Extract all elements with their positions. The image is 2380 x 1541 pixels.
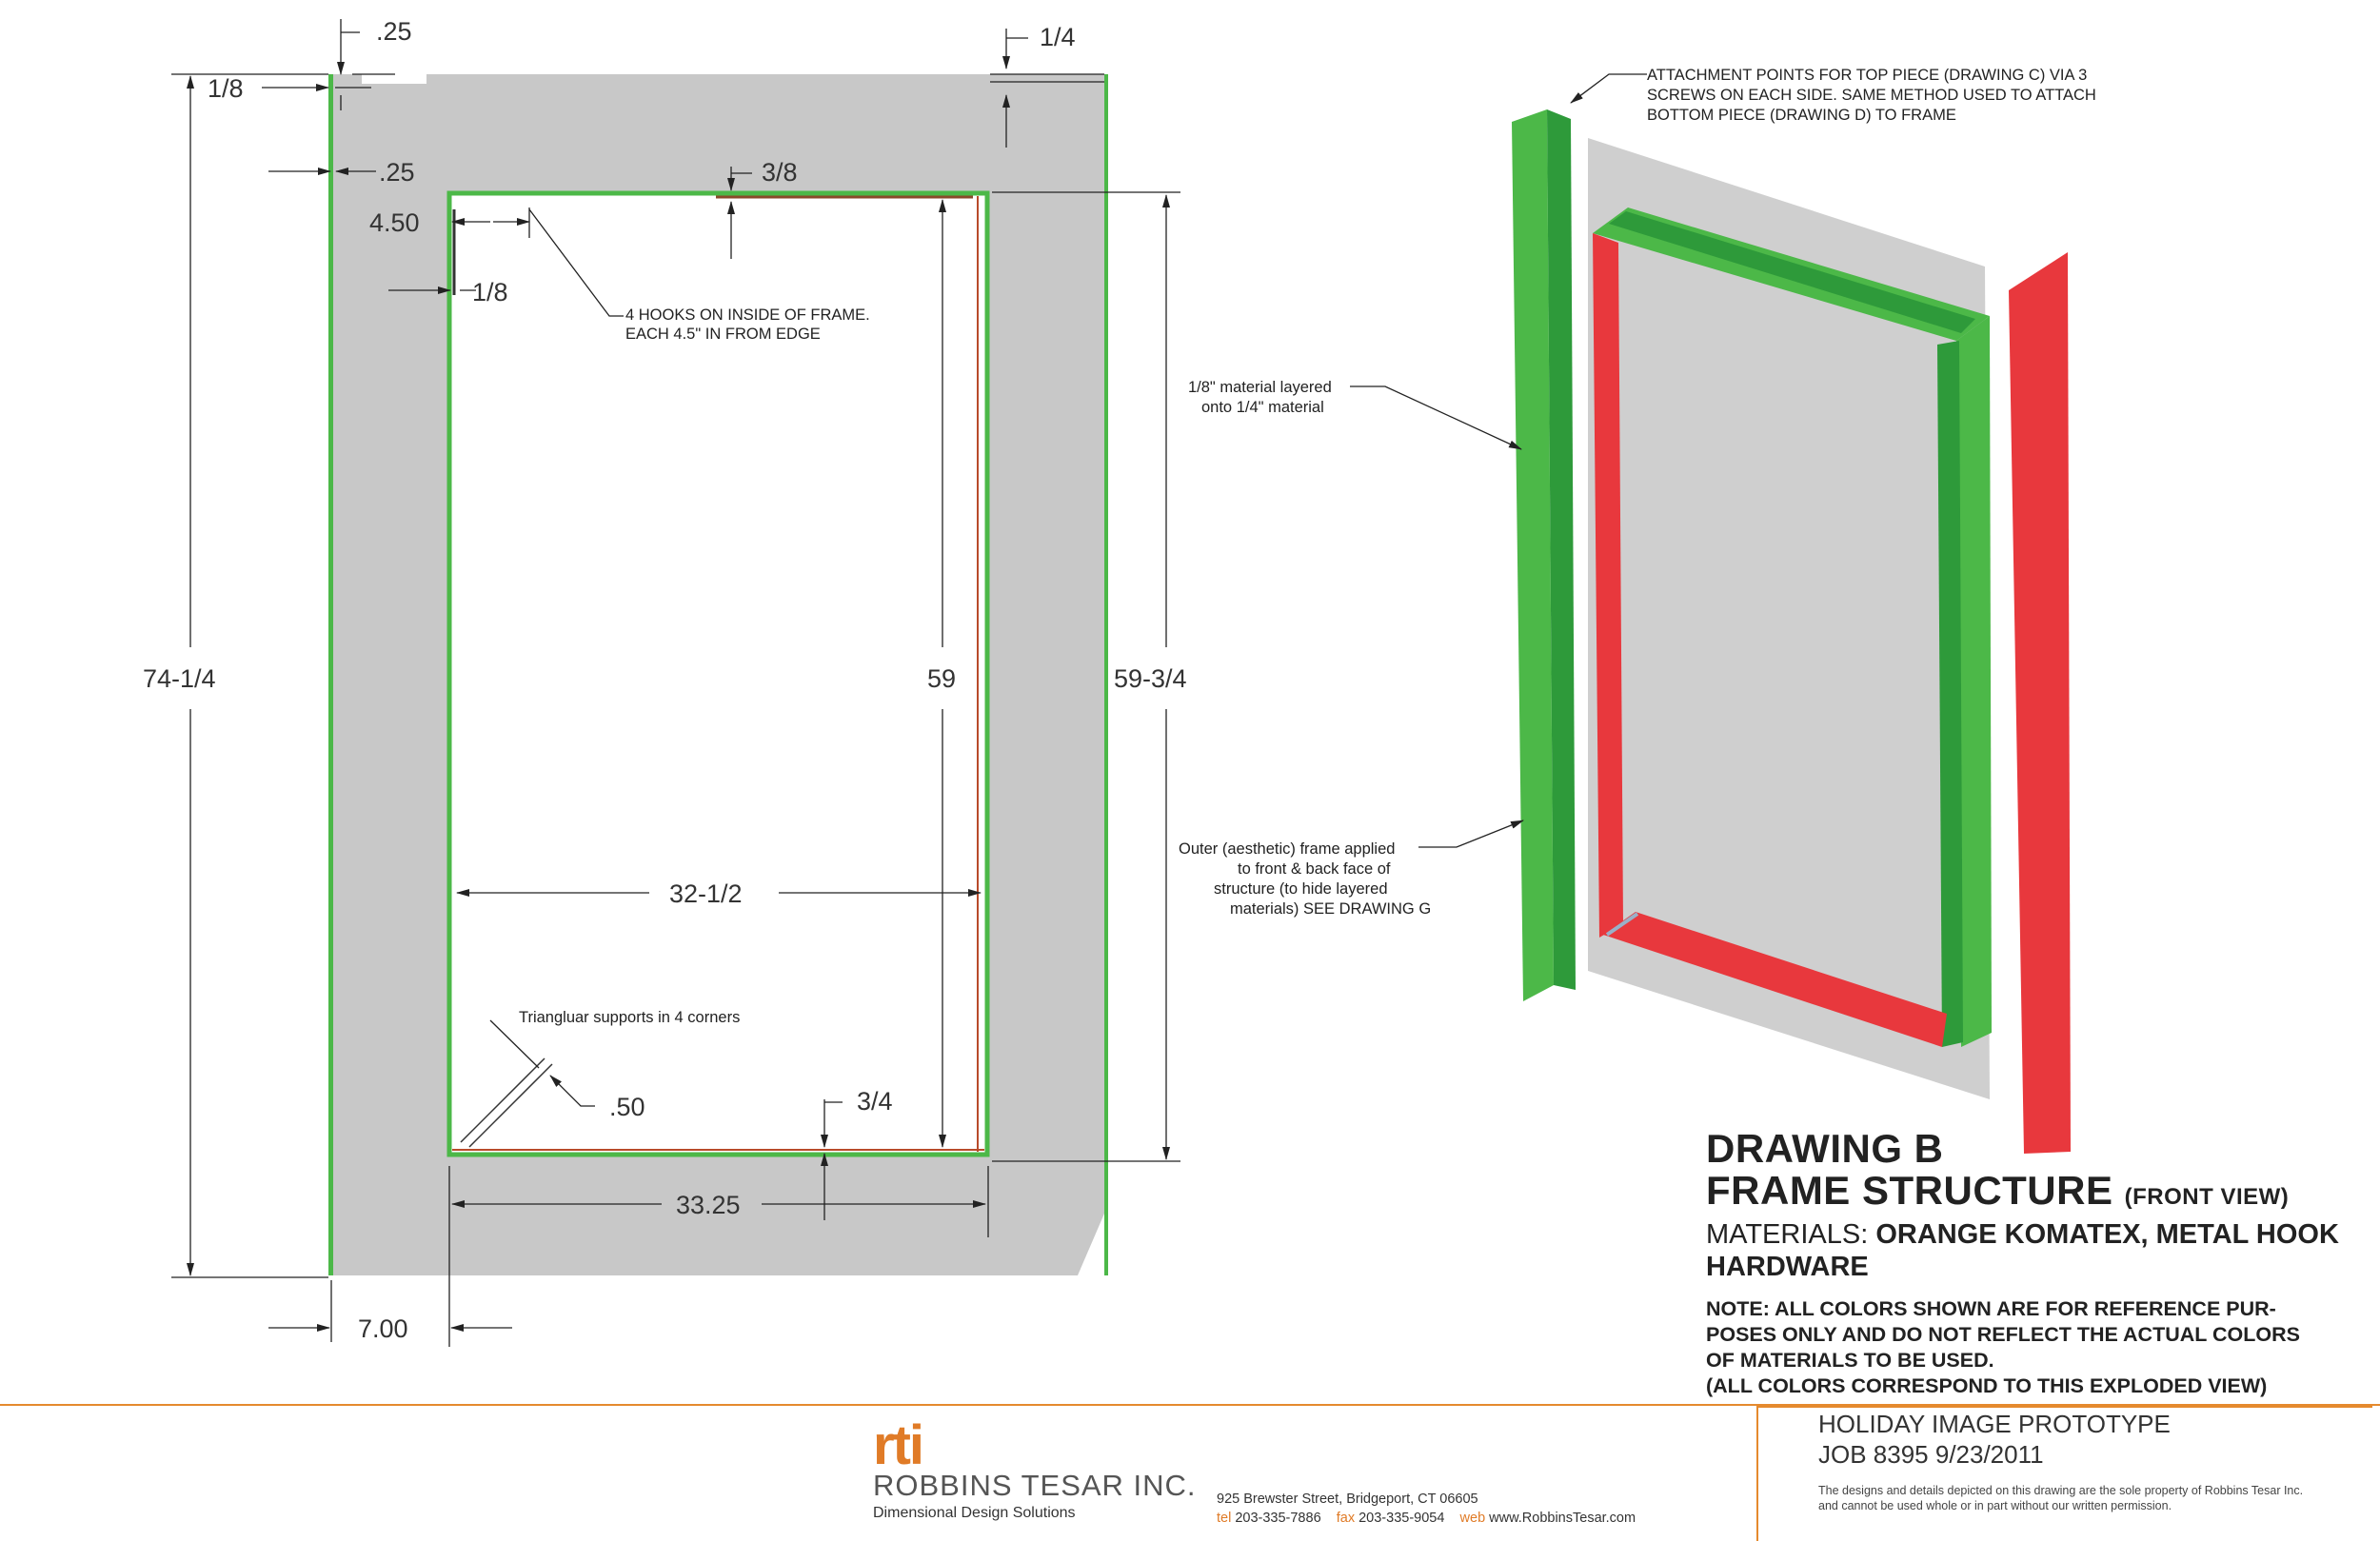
dim-side-width-label: 7.00 bbox=[358, 1314, 408, 1343]
drawing-name-line: FRAME STRUCTURE (FRONT VIEW) bbox=[1706, 1170, 2372, 1218]
colors-note: NOTE: ALL COLORS SHOWN ARE FOR REFERENCE… bbox=[1706, 1296, 2372, 1399]
supports-leader: Triangluar supports in 4 corners .50 bbox=[489, 1009, 740, 1121]
fax-number: 203-335-9054 bbox=[1359, 1511, 1445, 1526]
dim-top-right-thk: 1/4 bbox=[990, 23, 1104, 148]
dim-bottom-inner-label: 3/4 bbox=[857, 1087, 893, 1116]
dim-opening-height: 59-3/4 bbox=[992, 191, 1187, 1162]
colors-note-line-4: (ALL COLORS CORRESPOND TO THIS EXPLODED … bbox=[1706, 1374, 2268, 1397]
dim-overall-height-label: 74-1/4 bbox=[143, 664, 216, 693]
web-label: web bbox=[1459, 1511, 1486, 1526]
dim-bottom-inner: 3/4 bbox=[821, 1087, 893, 1220]
dim-opening-height-label: 59-3/4 bbox=[1114, 664, 1187, 693]
outer-frame-note-line-4: materials) SEE DRAWING G bbox=[1230, 900, 1431, 918]
dim-left-gap-label: .25 bbox=[379, 158, 415, 187]
tel-number: 203-335-7886 bbox=[1235, 1511, 1321, 1526]
dim-inner-thk: 1/8 bbox=[388, 278, 508, 306]
dim-inner-height: 59 bbox=[927, 199, 956, 1148]
exploded-view: ATTACHMENT POINTS FOR TOP PIECE (DRAWING… bbox=[1179, 67, 2096, 1154]
dim-outer-width: 33.25 bbox=[448, 1166, 989, 1347]
colors-note-line-3: OF MATERIALS TO BE USED. bbox=[1706, 1349, 1994, 1372]
attachment-note-line-2: SCREWS ON EACH SIDE. SAME METHOD USED TO… bbox=[1647, 87, 2096, 104]
title-block: DRAWING B FRAME STRUCTURE (FRONT VIEW) M… bbox=[1706, 1128, 2372, 1399]
dim-support-size-label: .50 bbox=[609, 1093, 645, 1121]
tel-label: tel bbox=[1217, 1511, 1232, 1526]
attachment-note-line-3: BOTTOM PIECE (DRAWING D) TO FRAME bbox=[1647, 107, 1956, 124]
colors-note-line-2: POSES ONLY AND DO NOT REFLECT THE ACTUAL… bbox=[1706, 1323, 2300, 1346]
disclaimer-line-2: and cannot be used whole or in part with… bbox=[1818, 1499, 2172, 1512]
hooks-leader: 4 HOOKS ON INSIDE OF FRAME. EACH 4.5" IN… bbox=[528, 208, 870, 343]
footer-rule bbox=[0, 1404, 2380, 1406]
project-box bbox=[1756, 1406, 2372, 1541]
dim-inner-width-label: 32-1/2 bbox=[669, 879, 743, 908]
front-view: 74-1/4 1/8 .25 .25 4.50 bbox=[143, 17, 1187, 1347]
dim-inner-height-label: 59 bbox=[927, 664, 956, 693]
materials-value: ORANGE KOMATEX, METAL HOOK HARDWARE bbox=[1706, 1219, 2339, 1282]
bottom-metal-edge bbox=[1605, 912, 1639, 937]
dim-outer-width-label: 33.25 bbox=[676, 1191, 741, 1219]
frame-opening bbox=[446, 190, 990, 1157]
attachment-note-line-1: ATTACHMENT POINTS FOR TOP PIECE (DRAWING… bbox=[1647, 67, 2087, 84]
dim-left-thk: 1/8 bbox=[208, 74, 371, 103]
dim-top-gap-label: .25 bbox=[376, 17, 412, 46]
inner-frame-right-face bbox=[1937, 341, 1963, 1047]
dim-top-inner-label: 3/8 bbox=[762, 158, 798, 187]
layered-leader: 1/8" material layered onto 1/4" material bbox=[1188, 379, 1522, 450]
dim-hook-offset-label: 4.50 bbox=[369, 208, 420, 237]
outer-frame-note-line-2: to front & back face of bbox=[1238, 860, 1391, 878]
hooks-note-line-1: 4 HOOKS ON INSIDE OF FRAME. bbox=[625, 306, 870, 324]
dim-inner-thk-label: 1/8 bbox=[472, 278, 508, 306]
right-outer-frame bbox=[2009, 252, 2071, 1154]
fax-label: fax bbox=[1336, 1511, 1356, 1526]
triangular-support bbox=[460, 1057, 545, 1143]
dim-inner-width: 32-1/2 bbox=[456, 879, 982, 908]
company-tagline: Dimensional Design Solutions bbox=[873, 1505, 1076, 1521]
project-info: HOLIDAY IMAGE PROTOTYPE JOB 8395 9/23/20… bbox=[1818, 1409, 2370, 1513]
company-address: 925 Brewster Street, Bridgeport, CT 0660… bbox=[1217, 1492, 1478, 1507]
triangular-support-inner bbox=[468, 1063, 553, 1148]
outer-frame-leader: Outer (aesthetic) frame applied to front… bbox=[1179, 820, 1524, 918]
inner-frame-right bbox=[1956, 316, 1992, 1047]
dim-top-right-thk-label: 1/4 bbox=[1040, 23, 1076, 51]
outer-frame-note-line-3: structure (to hide layered bbox=[1214, 880, 1388, 898]
materials-line: MATERIALS: ORANGE KOMATEX, METAL HOOK HA… bbox=[1706, 1218, 2372, 1283]
dim-left-thk-label: 1/8 bbox=[208, 74, 244, 103]
company-logo: rti ROBBINS TESAR INC. Dimensional Desig… bbox=[873, 1414, 1197, 1522]
project-name: HOLIDAY IMAGE PROTOTYPE bbox=[1818, 1410, 2171, 1438]
right-edge-strip bbox=[1104, 74, 1108, 1275]
drawing-number: DRAWING B bbox=[1706, 1126, 1944, 1171]
web-address: www.RobbinsTesar.com bbox=[1489, 1511, 1636, 1526]
company-contact: 925 Brewster Street, Bridgeport, CT 0660… bbox=[1217, 1490, 1636, 1528]
attachment-leader: ATTACHMENT POINTS FOR TOP PIECE (DRAWING… bbox=[1570, 67, 2096, 124]
inner-frame-top-face bbox=[1609, 211, 1975, 333]
layered-note-line-2: onto 1/4" material bbox=[1201, 399, 1324, 416]
outer-frame-note-line-1: Outer (aesthetic) frame applied bbox=[1179, 840, 1395, 858]
dim-left-gap: .25 bbox=[268, 158, 415, 187]
left-outer-frame-inner bbox=[1547, 109, 1576, 990]
hooks-note-line-2: EACH 4.5" IN FROM EDGE bbox=[625, 326, 821, 343]
layered-note-line-1: 1/8" material layered bbox=[1188, 379, 1332, 396]
job-number-date: JOB 8395 9/23/2011 bbox=[1818, 1440, 2044, 1469]
inner-frame-bottom bbox=[1603, 912, 1947, 1047]
inner-frame-left bbox=[1593, 233, 1623, 938]
company-name: ROBBINS TESAR INC. bbox=[873, 1469, 1197, 1502]
back-panel bbox=[1588, 138, 1990, 1099]
disclaimer-line-1: The designs and details depicted on this… bbox=[1818, 1484, 2304, 1497]
drawing-view: (FRONT VIEW) bbox=[2124, 1184, 2290, 1210]
dim-overall-height: 74-1/4 bbox=[143, 73, 328, 1278]
dim-top-gap: .25 bbox=[337, 17, 412, 110]
logo-mark: rti bbox=[873, 1414, 924, 1476]
dim-side-width: 7.00 bbox=[268, 1280, 512, 1343]
materials-label: MATERIALS: bbox=[1706, 1219, 1869, 1250]
drawing-name: FRAME STRUCTURE bbox=[1706, 1168, 2113, 1213]
dim-top-inner: 3/8 bbox=[727, 158, 798, 259]
dim-hook-offset: 4.50 bbox=[369, 207, 530, 238]
supports-note: Triangluar supports in 4 corners bbox=[519, 1009, 740, 1026]
left-outer-frame bbox=[1512, 109, 1554, 1001]
left-edge-strip bbox=[328, 74, 333, 1275]
colors-note-line-1: NOTE: ALL COLORS SHOWN ARE FOR REFERENCE… bbox=[1706, 1297, 2276, 1320]
